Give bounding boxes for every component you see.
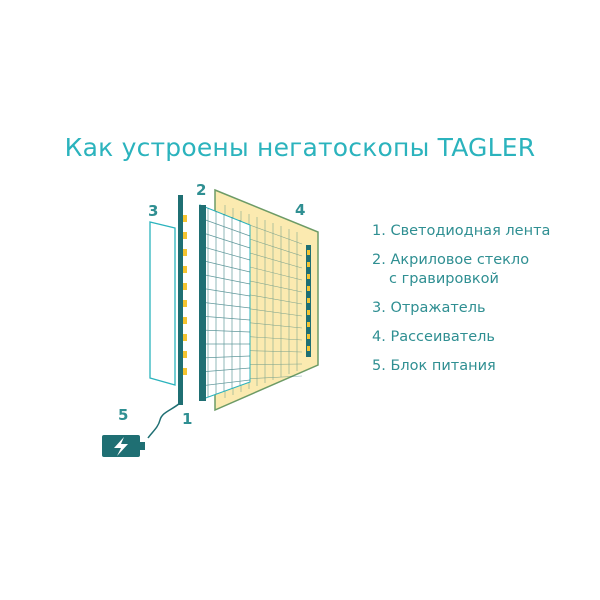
label-number-2: 2 <box>196 181 206 199</box>
legend-item-reflector: 3. Отражатель <box>372 300 486 316</box>
right-led-dots <box>307 250 310 351</box>
label-number-1: 1 <box>182 410 192 428</box>
label-number-4: 4 <box>295 201 305 219</box>
label-number-5: 5 <box>118 406 128 424</box>
battery-charging-icon <box>102 435 145 457</box>
label-number-3: 3 <box>148 202 158 220</box>
led-strip <box>178 195 187 405</box>
acrylic-glass-panel <box>199 204 251 401</box>
power-cable <box>147 402 181 439</box>
acrylic-edge <box>199 205 206 401</box>
legend-item-led-strip: 1. Светодиодная лента <box>372 223 551 239</box>
legend-item-diffuser: 4. Рассеиватель <box>372 329 495 345</box>
component-legend: 1. Светодиодная лента 2. Акриловое стекл… <box>372 222 597 386</box>
page-title: Как устроены негатоскопы TAGLER <box>64 133 536 162</box>
legend-item-power-unit: 5. Блок питания <box>372 358 496 374</box>
legend-item-acrylic-glass: 2. Акриловое стекло с гравировкой <box>372 252 530 287</box>
reflector-panel <box>149 221 176 386</box>
led-dots <box>183 215 187 375</box>
